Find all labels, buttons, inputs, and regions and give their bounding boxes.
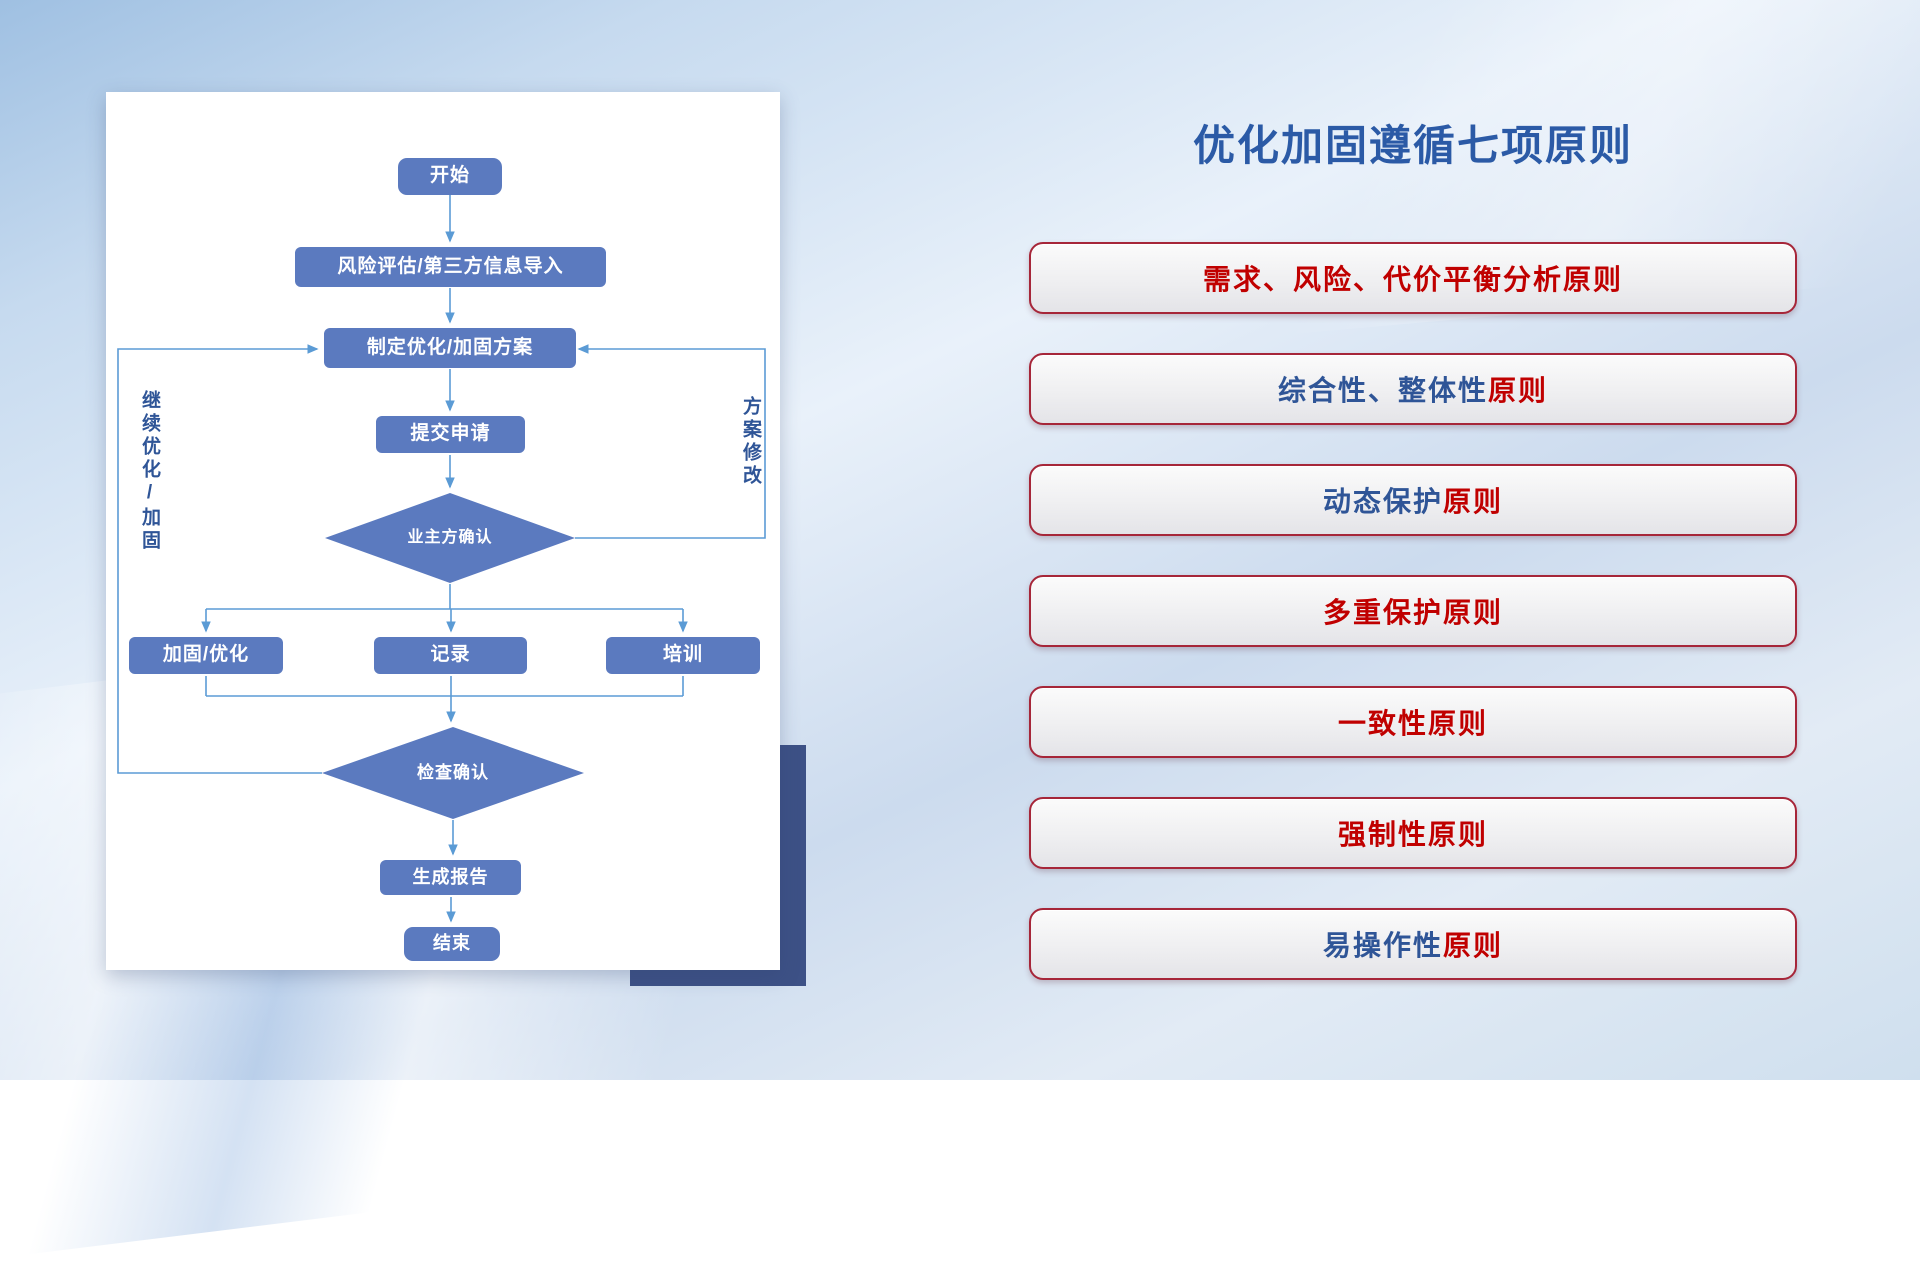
loop-label-plan-revision: 方案修改	[740, 396, 761, 488]
principle-text-red: 多重保护原则	[1322, 597, 1503, 628]
flow-node-report: 生成报告	[380, 860, 521, 895]
flow-node-plan: 制定优化/加固方案	[324, 328, 576, 368]
principle-text-red: 原则	[1443, 930, 1504, 961]
principle-card-2: 综合性、整体性原则	[1029, 353, 1797, 425]
principle-text-blue: 易操作性	[1322, 930, 1443, 961]
page-title: 优化加固遵循七项原则	[1192, 122, 1633, 169]
principle-text-blue: 综合性、整体性	[1277, 375, 1488, 406]
principle-card-4: 多重保护原则	[1029, 575, 1797, 647]
principle-card-6: 强制性原则	[1029, 797, 1797, 869]
flow-node-submit: 提交申请	[376, 416, 525, 453]
principles-list: 需求、风险、代价平衡分析原则 综合性、整体性原则 动态保护原则 多重保护原则 一…	[1029, 242, 1797, 1019]
flow-node-end: 结束	[404, 927, 500, 961]
flow-node-start: 开始	[398, 158, 502, 195]
flow-node-risk-import: 风险评估/第三方信息导入	[295, 247, 606, 287]
flow-node-training: 培训	[606, 637, 760, 674]
flowchart-card: 开始 风险评估/第三方信息导入 制定优化/加固方案 提交申请 业主方确认 加固/…	[106, 92, 780, 970]
principle-text-blue: 动态保护	[1322, 486, 1443, 517]
principle-card-5: 一致性原则	[1029, 686, 1797, 758]
loop-label-continue-optimize: 继续优化/加固	[139, 390, 160, 553]
principle-card-1: 需求、风险、代价平衡分析原则	[1029, 242, 1797, 314]
flow-node-harden: 加固/优化	[129, 637, 283, 674]
principle-card-7: 易操作性原则	[1029, 908, 1797, 980]
flow-connectors	[117, 195, 766, 923]
principle-text-red: 需求、风险、代价平衡分析原则	[1202, 264, 1623, 295]
principle-text-red: 一致性原则	[1337, 708, 1488, 739]
principle-text-red: 原则	[1488, 375, 1549, 406]
principle-card-3: 动态保护原则	[1029, 464, 1797, 536]
flow-node-record: 记录	[374, 637, 527, 674]
principle-text-red: 强制性原则	[1337, 819, 1488, 850]
principle-text-red: 原则	[1443, 486, 1504, 517]
